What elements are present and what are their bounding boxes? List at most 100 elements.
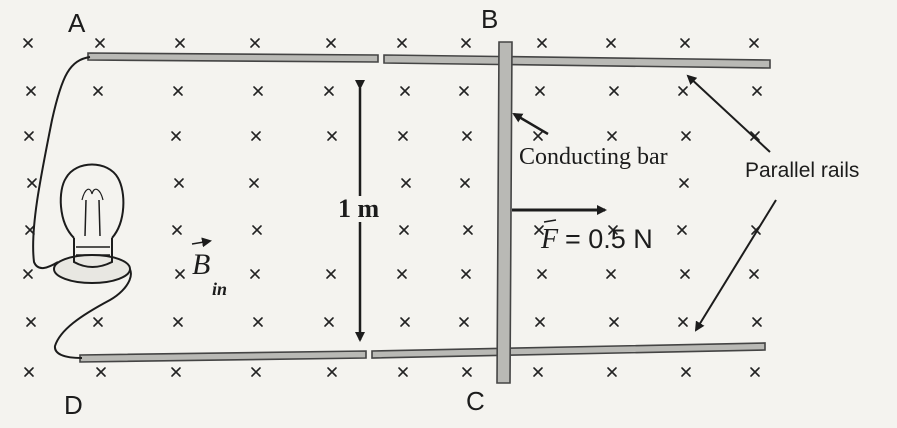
force-symbol: F — [541, 224, 559, 255]
field-cross-mark — [399, 225, 409, 235]
field-cross-mark — [27, 178, 37, 188]
field-cross-mark — [250, 269, 260, 279]
field-cross-mark — [327, 367, 337, 377]
conducting-bar-label: Conducting bar — [519, 144, 668, 170]
corner-label-b: B — [481, 4, 499, 34]
field-cross-mark — [679, 178, 689, 188]
field-cross-mark — [400, 317, 410, 327]
field-cross-mark — [326, 38, 336, 48]
field-cross-mark — [677, 225, 687, 235]
field-cross-mark — [175, 269, 185, 279]
rail-spacing-label: 1 m — [336, 194, 382, 223]
field-cross-mark — [398, 131, 408, 141]
field-vector-arrow — [191, 237, 212, 248]
field-cross-mark — [172, 225, 182, 235]
corner-label-c: C — [466, 386, 485, 416]
field-cross-mark — [249, 178, 259, 188]
field-cross-mark — [253, 317, 263, 327]
field-cross-mark — [171, 131, 181, 141]
corner-label-a: A — [68, 8, 86, 38]
field-cross-mark — [250, 38, 260, 48]
corner-label-d: D — [64, 390, 83, 420]
field-cross-mark — [750, 367, 760, 377]
field-cross-mark — [401, 178, 411, 188]
field-cross-mark — [606, 269, 616, 279]
field-cross-mark — [252, 225, 262, 235]
top-rail-right — [383, 54, 771, 69]
field-cross-mark — [26, 86, 36, 96]
field-cross-mark — [607, 131, 617, 141]
field-cross-mark — [537, 269, 547, 279]
force-vector-arrow — [543, 219, 557, 223]
magnetic-field-crosses — [23, 38, 762, 377]
field-cross-mark — [397, 38, 407, 48]
field-cross-mark — [609, 317, 619, 327]
field-cross-mark — [95, 38, 105, 48]
bar-pointer-arrow — [512, 112, 549, 136]
field-cross-mark — [251, 367, 261, 377]
field-cross-mark — [326, 269, 336, 279]
field-cross-mark — [397, 269, 407, 279]
rails-pointer-top — [686, 74, 771, 153]
field-cross-mark — [607, 367, 617, 377]
light-bulb-icon — [53, 163, 131, 284]
top-rail — [87, 52, 379, 63]
field-cross-mark — [461, 269, 471, 279]
field-cross-mark — [749, 38, 759, 48]
field-cross-mark — [608, 225, 618, 235]
field-cross-mark — [534, 225, 544, 235]
field-cross-mark — [533, 367, 543, 377]
field-cross-mark — [609, 86, 619, 96]
field-cross-mark — [535, 317, 545, 327]
field-cross-mark — [24, 367, 34, 377]
field-cross-mark — [327, 131, 337, 141]
field-cross-mark — [606, 38, 616, 48]
field-cross-mark — [463, 225, 473, 235]
field-cross-mark — [175, 38, 185, 48]
field-cross-mark — [462, 367, 472, 377]
field-cross-mark — [324, 317, 334, 327]
field-cross-mark — [93, 317, 103, 327]
field-subscript: in — [212, 279, 228, 299]
field-cross-mark — [174, 178, 184, 188]
field-cross-mark — [678, 317, 688, 327]
field-cross-mark — [324, 86, 334, 96]
field-cross-mark — [26, 317, 36, 327]
field-cross-mark — [398, 367, 408, 377]
bottom-rail — [79, 350, 367, 363]
field-cross-mark — [251, 131, 261, 141]
field-cross-mark — [752, 86, 762, 96]
field-cross-mark — [23, 269, 33, 279]
field-cross-mark — [171, 367, 181, 377]
field-cross-mark — [752, 317, 762, 327]
field-cross-mark — [537, 38, 547, 48]
field-cross-mark — [253, 86, 263, 96]
field-cross-mark — [96, 367, 106, 377]
conducting-bar — [496, 41, 513, 384]
field-cross-mark — [462, 131, 472, 141]
field-cross-mark — [681, 131, 691, 141]
force-value: = 0.5 N — [565, 224, 653, 254]
field-cross-mark — [460, 178, 470, 188]
field-cross-mark — [459, 317, 469, 327]
field-cross-mark — [680, 269, 690, 279]
field-cross-mark — [749, 269, 759, 279]
field-cross-mark — [400, 86, 410, 96]
field-cross-mark — [678, 86, 688, 96]
parallel-rails-label: Parallel rails — [745, 159, 860, 182]
field-symbol: B — [192, 248, 211, 281]
field-cross-mark — [173, 317, 183, 327]
field-cross-mark — [680, 38, 690, 48]
field-cross-mark — [93, 86, 103, 96]
field-cross-mark — [461, 38, 471, 48]
bottom-rail-right — [371, 342, 766, 359]
rails-pointer-bottom — [694, 199, 777, 332]
field-cross-mark — [23, 38, 33, 48]
wire-bottom — [53, 261, 132, 359]
field-cross-mark — [459, 86, 469, 96]
field-cross-mark — [535, 86, 545, 96]
field-cross-mark — [750, 131, 760, 141]
field-cross-mark — [681, 367, 691, 377]
